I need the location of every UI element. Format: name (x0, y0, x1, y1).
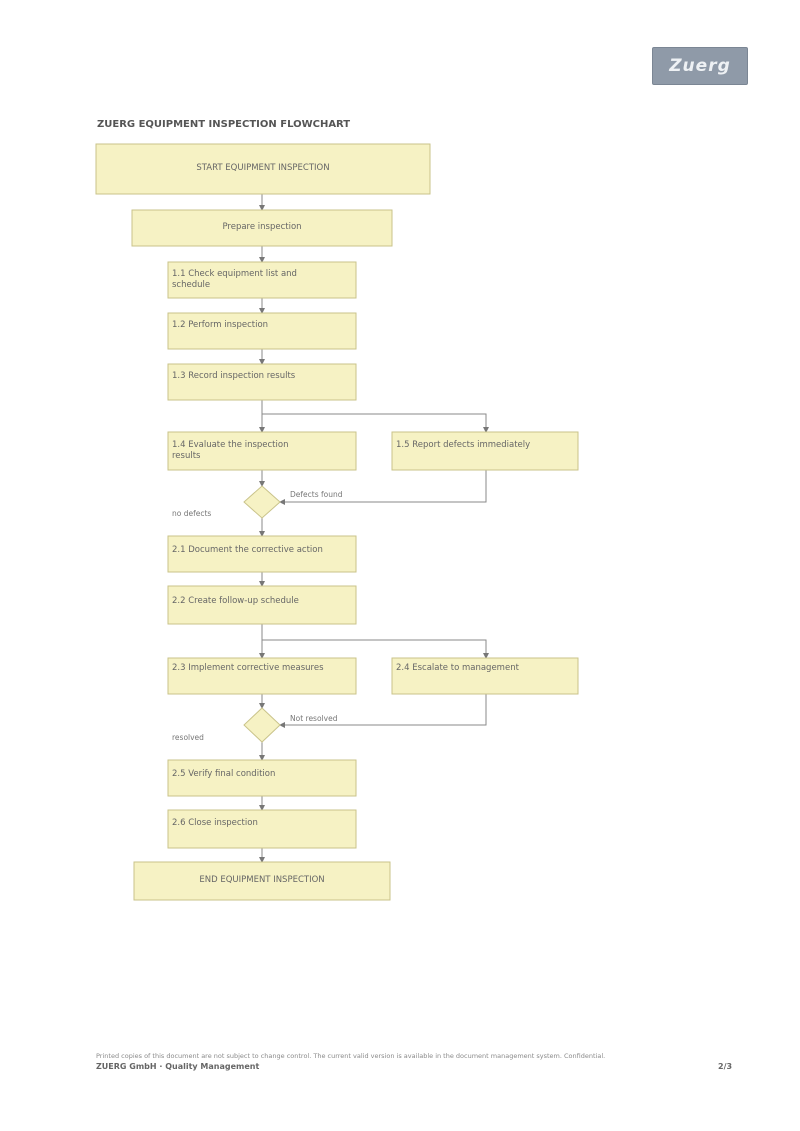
decision-1-yes-label: no defects (172, 509, 212, 518)
connector-b7-d1 (279, 470, 487, 505)
box-label-b9: 2.2 Create follow-up schedule (172, 596, 299, 606)
process-box-b10 (167, 657, 357, 695)
box-label-b7: 1.5 Report defects immediately (396, 440, 531, 450)
process-box-b12 (167, 759, 357, 797)
decision-1-no-label: Defects found (290, 490, 343, 499)
process-box-b8 (167, 535, 357, 573)
process-box-b9 (167, 585, 357, 625)
process-box-b5 (167, 363, 357, 401)
diagram-title: ZUERG EQUIPMENT INSPECTION FLOWCHART (97, 119, 351, 130)
box-label-b13: 2.6 Close inspection (172, 818, 258, 828)
footer-note: Printed copies of this document are not … (96, 1052, 606, 1060)
process-box-b11 (391, 657, 579, 695)
decision-diamond-1 (243, 485, 281, 519)
footer-company: ZUERG GmbH · Quality Management (96, 1062, 260, 1071)
process-box-b4 (167, 312, 357, 350)
page-number: 2/3 (718, 1062, 733, 1071)
decision-2-yes-label: resolved (172, 733, 204, 742)
box-label-b11: 2.4 Escalate to management (396, 663, 519, 673)
decision-2-no-label: Not resolved (290, 714, 338, 723)
box-label-b10: 2.3 Implement corrective measures (172, 663, 324, 673)
box-label-b12: 2.5 Verify final condition (172, 769, 276, 779)
box-label-b5: 1.3 Record inspection results (172, 371, 296, 381)
process-box-b13 (167, 809, 357, 849)
connector-split1-b7 (262, 413, 489, 433)
box-label-b6: 1.4 Evaluate the inspection results (172, 440, 289, 461)
box-label-b4: 1.2 Perform inspection (172, 320, 269, 330)
process-box-b7 (391, 431, 579, 471)
connector-split2-b11 (262, 639, 489, 659)
box-label-b2: Prepare inspection (222, 222, 302, 232)
process-box-b1 (95, 143, 431, 195)
box-label-b1: START EQUIPMENT INSPECTION (196, 163, 330, 173)
company-logo: Zuerg (652, 47, 748, 85)
process-box-b3 (167, 261, 357, 299)
process-box-b6 (167, 431, 357, 471)
box-label-b8: 2.1 Document the corrective action (172, 545, 323, 555)
box-label-b14: END EQUIPMENT INSPECTION (199, 875, 325, 885)
connector-b11-d2 (279, 694, 487, 728)
process-box-b2 (131, 209, 393, 247)
box-label-b3: 1.1 Check equipment list and schedule (172, 269, 297, 290)
decision-diamond-2 (243, 707, 281, 743)
process-box-b14 (133, 861, 391, 901)
